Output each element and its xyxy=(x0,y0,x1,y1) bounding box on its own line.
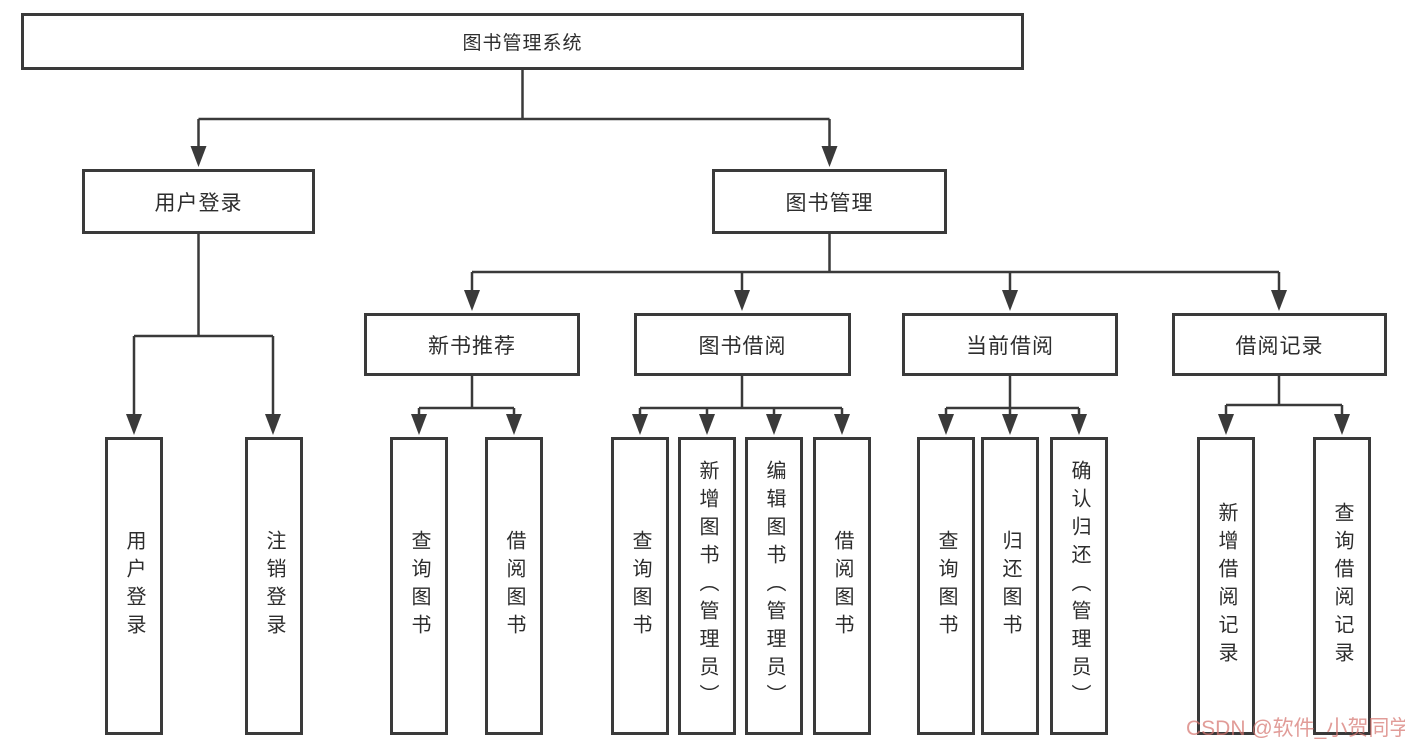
node-label: 编辑图书（管理员） xyxy=(763,460,785,712)
node-label: 新书推荐 xyxy=(428,334,516,358)
node-new-book-recommend: 新书推荐 xyxy=(364,313,580,376)
node-label: 注销登录 xyxy=(263,530,285,642)
node-borrow-books-leaf: 借阅图书 xyxy=(813,437,871,735)
node-logout: 注销登录 xyxy=(245,437,303,735)
node-label: 图书管理系统 xyxy=(462,33,583,54)
node-query-books-recommend: 查询图书 xyxy=(390,437,448,735)
node-label: 图书管理 xyxy=(785,191,874,215)
node-edit-books-admin: 编辑图书（管理员） xyxy=(745,437,803,735)
node-label: 当前借阅 xyxy=(966,334,1054,358)
node-confirm-return-admin: 确认归还（管理员） xyxy=(1050,437,1108,735)
node-book-borrowing: 图书借阅 xyxy=(634,313,851,376)
node-label: 查询图书 xyxy=(935,530,957,642)
node-query-books-borrowing: 查询图书 xyxy=(611,437,669,735)
node-query-books-current: 查询图书 xyxy=(917,437,975,735)
node-label: 新增借阅记录 xyxy=(1215,502,1237,670)
node-label: 用户登录 xyxy=(154,191,243,215)
node-return-books: 归还图书 xyxy=(981,437,1039,735)
node-user-login: 用户登录 xyxy=(82,169,315,234)
node-label: 归还图书 xyxy=(999,530,1021,642)
node-borrow-books-recommend: 借阅图书 xyxy=(485,437,543,735)
node-label: 查询图书 xyxy=(629,530,651,642)
node-label: 查询借阅记录 xyxy=(1331,502,1353,670)
node-user-login-leaf: 用户登录 xyxy=(105,437,163,735)
node-label: 确认归还（管理员） xyxy=(1068,460,1090,712)
node-label: 借阅图书 xyxy=(503,530,525,642)
node-current-borrowing: 当前借阅 xyxy=(902,313,1118,376)
node-library-management-system: 图书管理系统 xyxy=(21,13,1024,70)
node-label: 借阅记录 xyxy=(1235,334,1324,358)
csdn-watermark: CSDN @软件_小贺同学 xyxy=(1186,717,1405,740)
node-book-management: 图书管理 xyxy=(712,169,947,234)
node-label: 查询图书 xyxy=(408,530,430,642)
node-label: 图书借阅 xyxy=(698,334,787,358)
node-label: 新增图书（管理员） xyxy=(696,460,718,712)
node-label: 用户登录 xyxy=(123,530,145,642)
node-add-books-admin: 新增图书（管理员） xyxy=(678,437,736,735)
node-query-borrow-record: 查询借阅记录 xyxy=(1313,437,1371,735)
node-add-borrow-record: 新增借阅记录 xyxy=(1197,437,1255,735)
arrowheads xyxy=(126,146,1350,435)
node-label: 借阅图书 xyxy=(831,530,853,642)
node-borrowing-records: 借阅记录 xyxy=(1172,313,1387,376)
